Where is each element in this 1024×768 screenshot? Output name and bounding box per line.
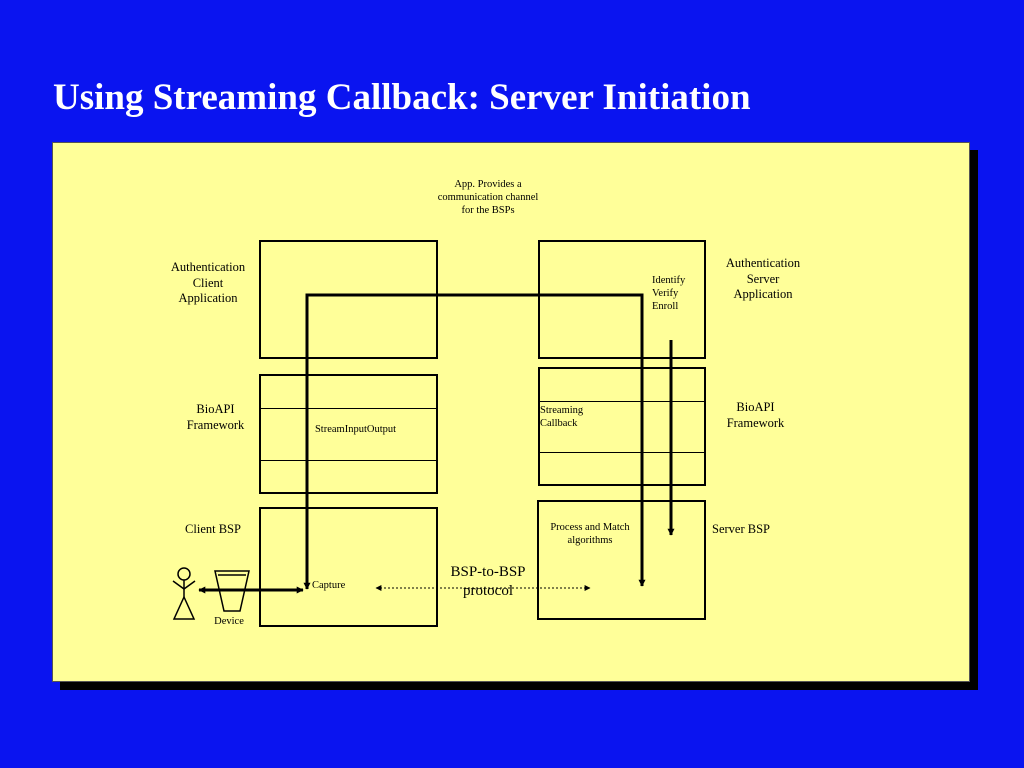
client-framework-divider-top xyxy=(259,408,438,409)
client-bsp-box xyxy=(259,507,438,627)
client-application-box xyxy=(259,240,438,359)
channel-path-arrow xyxy=(303,293,646,590)
server-framework-label: BioAPI Framework xyxy=(726,400,785,430)
server-framework-divider-top xyxy=(538,401,706,402)
device-label: Device xyxy=(214,616,244,627)
bucket-device-icon xyxy=(214,570,250,612)
client-app-label: Authentication Client Application xyxy=(170,260,246,306)
server-framework-box xyxy=(538,367,706,486)
client-framework-label: BioAPI Framework xyxy=(186,402,245,432)
client-bsp-label: Client BSP xyxy=(185,522,241,536)
streaming-callback-label: Streaming Callback xyxy=(540,405,584,430)
diagram-panel: App. Provides a communication channel fo… xyxy=(52,142,970,682)
server-application-box xyxy=(538,240,706,359)
operations-label: Identify Verify Enroll xyxy=(652,275,686,313)
channel-note: App. Provides a communication channel fo… xyxy=(437,179,539,217)
server-framework-divider-bottom xyxy=(538,452,706,453)
stream-io-label: StreamInputOutput xyxy=(314,424,397,435)
process-match-label: Process and Match algorithms xyxy=(550,522,630,547)
diagram-connectors xyxy=(172,293,675,620)
slide-title: Using Streaming Callback: Server Initiat… xyxy=(53,77,751,118)
server-bsp-label: Server BSP xyxy=(712,522,770,536)
client-framework-divider-bottom xyxy=(259,460,438,461)
server-bsp-box xyxy=(537,500,706,620)
client-framework-box xyxy=(259,374,438,494)
server-app-label: Authentication Server Application xyxy=(725,256,801,302)
stick-figure-icon xyxy=(172,567,196,620)
